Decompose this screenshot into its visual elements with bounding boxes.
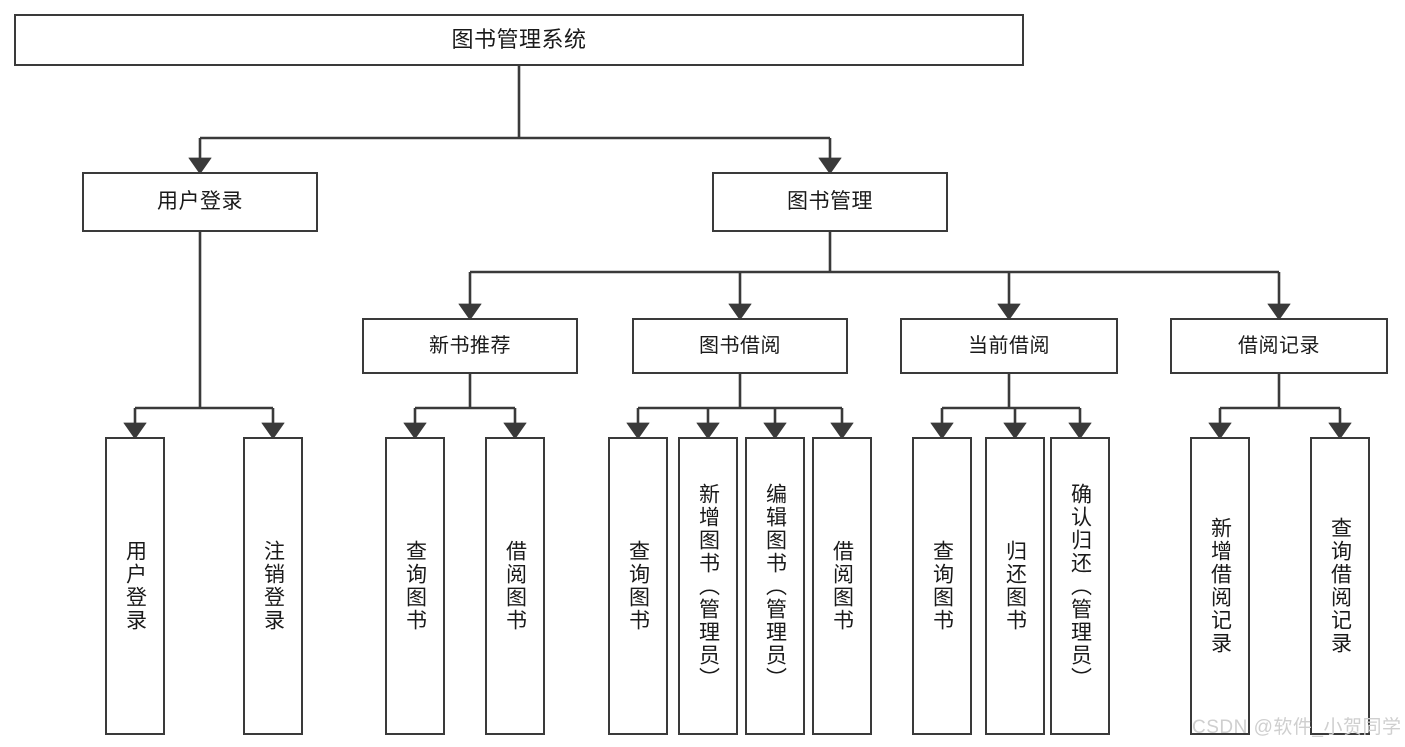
node-leaf-return-book[interactable]: 归还图书 <box>985 437 1045 735</box>
node-leaf-add-record[interactable]: 新增借阅记录 <box>1190 437 1250 735</box>
node-leaf-borrow-book-1[interactable]: 借阅图书 <box>485 437 545 735</box>
node-current-borrow[interactable]: 当前借阅 <box>900 318 1118 374</box>
node-current-borrow-label: 当前借阅 <box>968 334 1050 357</box>
node-leaf-user-login[interactable]: 用户登录 <box>105 437 165 735</box>
node-user-login-label: 用户登录 <box>157 190 243 214</box>
node-leaf-add-book[interactable]: 新增图书（管理员） <box>678 437 738 735</box>
node-leaf-query-book-3[interactable]: 查询图书 <box>912 437 972 735</box>
connector-lines <box>123 66 1352 440</box>
node-new-book-recommend-label: 新书推荐 <box>429 334 511 357</box>
node-borrow-record[interactable]: 借阅记录 <box>1170 318 1388 374</box>
node-leaf-user-login-label: 用户登录 <box>123 540 147 632</box>
node-leaf-query-book-3-label: 查询图书 <box>930 540 954 632</box>
node-leaf-add-record-label: 新增借阅记录 <box>1208 517 1232 655</box>
node-leaf-borrow-book-1-label: 借阅图书 <box>503 540 527 632</box>
node-leaf-query-book-1-label: 查询图书 <box>403 540 427 632</box>
node-leaf-query-book-2[interactable]: 查询图书 <box>608 437 668 735</box>
node-leaf-query-book-1[interactable]: 查询图书 <box>385 437 445 735</box>
node-leaf-borrow-book-2-label: 借阅图书 <box>830 540 854 632</box>
node-leaf-logout[interactable]: 注销登录 <box>243 437 303 735</box>
node-leaf-edit-book[interactable]: 编辑图书（管理员） <box>745 437 805 735</box>
watermark-text: CSDN @软件_小贺同学 <box>1192 717 1402 738</box>
node-leaf-confirm-return-label: 确认归还（管理员） <box>1068 482 1092 690</box>
node-leaf-borrow-book-2[interactable]: 借阅图书 <box>812 437 872 735</box>
node-leaf-add-book-label: 新增图书（管理员） <box>696 482 720 690</box>
node-leaf-confirm-return[interactable]: 确认归还（管理员） <box>1050 437 1110 735</box>
node-book-management-label: 图书管理 <box>787 190 873 214</box>
node-book-management[interactable]: 图书管理 <box>712 172 948 232</box>
node-book-borrow[interactable]: 图书借阅 <box>632 318 848 374</box>
node-user-login[interactable]: 用户登录 <box>82 172 318 232</box>
node-root-图书管理系统-label: 图书管理系统 <box>451 26 587 52</box>
node-leaf-return-book-label: 归还图书 <box>1003 540 1027 632</box>
node-leaf-logout-label: 注销登录 <box>261 540 285 632</box>
node-leaf-query-record[interactable]: 查询借阅记录 <box>1310 437 1370 735</box>
node-borrow-record-label: 借阅记录 <box>1238 334 1320 357</box>
node-root-图书管理系统[interactable]: 图书管理系统 <box>14 14 1024 66</box>
node-leaf-query-book-2-label: 查询图书 <box>626 540 650 632</box>
node-leaf-query-record-label: 查询借阅记录 <box>1328 517 1352 655</box>
node-new-book-recommend[interactable]: 新书推荐 <box>362 318 578 374</box>
node-leaf-edit-book-label: 编辑图书（管理员） <box>763 482 787 690</box>
node-book-borrow-label: 图书借阅 <box>699 334 781 357</box>
